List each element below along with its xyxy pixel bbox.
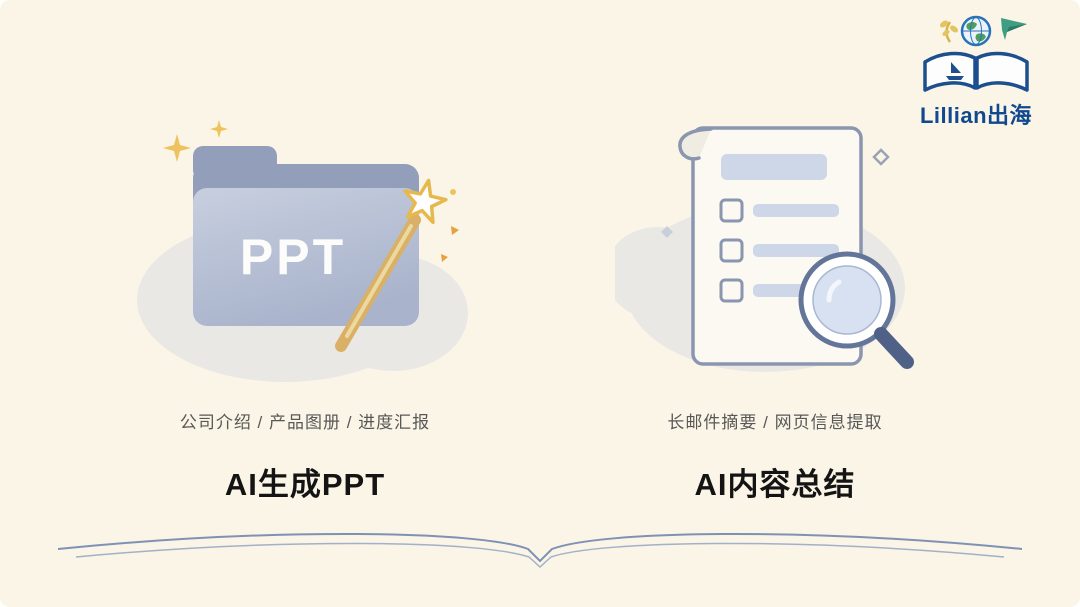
brand-logo-icon xyxy=(923,15,1029,92)
feature-title: AI内容总结 xyxy=(694,467,856,502)
magic-wand-icon xyxy=(335,178,459,352)
checkbox-icon xyxy=(719,198,744,223)
globe-icon xyxy=(960,15,992,47)
feature-ai-summary: 长邮件摘要 / 网页信息提取 AI内容总结 xyxy=(540,108,1010,504)
checkbox-icon xyxy=(719,238,744,263)
open-book-divider xyxy=(57,532,1023,569)
feature-caption: 公司介绍 / 产品图册 / 进度汇报 xyxy=(179,413,431,432)
folder-magic-wand-icon: PPT xyxy=(137,120,468,382)
paper-plane-icon xyxy=(1001,18,1027,40)
feature-columns: PPT 公司介绍 / 产品图册 / 进度汇报 xyxy=(0,108,1080,504)
brand-logo-text: Lillian出海 xyxy=(919,103,1033,128)
plant-icon xyxy=(939,20,959,43)
checkbox-icon xyxy=(719,278,744,303)
feature-caption: 长邮件摘要 / 网页信息提取 xyxy=(667,413,883,432)
open-book-icon xyxy=(923,51,1029,92)
feature-ai-ppt: PPT 公司介绍 / 产品图册 / 进度汇报 xyxy=(70,108,540,504)
ppt-folder-illustration: PPT xyxy=(135,108,475,390)
folder-icon: PPT xyxy=(193,146,419,326)
feature-title: AI生成PPT xyxy=(224,467,386,502)
magnifier-icon xyxy=(798,251,914,369)
diamond-sparkle-icon xyxy=(661,148,890,238)
document-magnifier-icon xyxy=(615,126,914,372)
brand-logo: Lillian出海 xyxy=(896,10,1056,130)
sailboat-icon xyxy=(951,62,961,73)
document-header-block xyxy=(721,154,827,180)
ppt-badge: PPT xyxy=(240,229,346,285)
document-summary-illustration xyxy=(615,108,935,390)
paper-curl xyxy=(678,127,713,161)
